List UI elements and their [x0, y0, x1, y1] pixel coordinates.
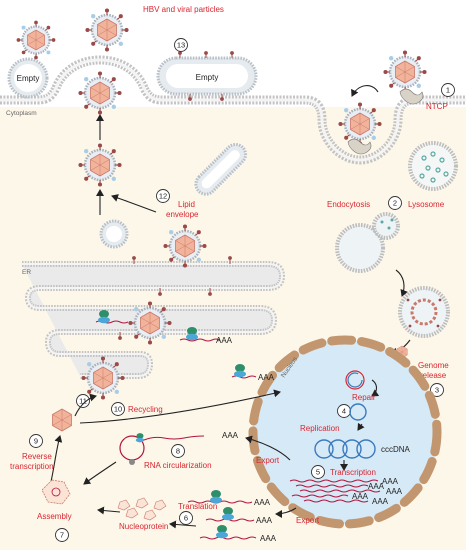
- ntcp-label: NTCP: [426, 102, 448, 111]
- virion-secreting: [77, 142, 123, 188]
- mrna-transcripts: [289, 479, 381, 503]
- step-3: 3: [435, 386, 439, 395]
- virion-er-bottom: [80, 355, 126, 401]
- circular-rna: AAA: [119, 431, 239, 465]
- cccdna-circles: [314, 439, 376, 459]
- recycling-label: Recycling: [128, 405, 163, 414]
- cytoplasm-label: Cytoplasm: [6, 110, 37, 117]
- virion-er-budding: [162, 223, 208, 269]
- genome-release-label-1: Genome: [418, 361, 449, 370]
- svg-text:AAA: AAA: [254, 498, 271, 507]
- svg-text:AAA: AAA: [256, 516, 273, 525]
- virion-er-lumen: [127, 300, 173, 346]
- step-12: 12: [159, 192, 167, 201]
- rna-circularization-label: RNA circularization: [144, 461, 212, 470]
- empty-filament: Empty: [156, 51, 258, 101]
- step-5: 5: [316, 468, 320, 477]
- svg-text:AAA: AAA: [258, 373, 275, 382]
- genome-release-label-2: release: [420, 371, 447, 380]
- reverse-transcription-label-2: transcription: [10, 462, 54, 471]
- svg-text:AAA: AAA: [216, 336, 233, 345]
- hbv-particles-label: HBV and viral particles: [143, 5, 224, 14]
- export-label-lower: Export: [296, 516, 320, 525]
- nucleus: [248, 335, 442, 529]
- endosome-fusion: [15, 19, 400, 273]
- aaa-3: AAA: [386, 487, 403, 496]
- export-label-upper: Export: [256, 456, 280, 465]
- rcdna: [345, 370, 365, 390]
- virion-entering: [382, 49, 428, 95]
- cytoplasmic-translation: AAA AAA AAA: [187, 490, 277, 543]
- ntcp-receptor: [399, 88, 424, 105]
- filament-particle: [194, 142, 248, 196]
- aaa-4: AAA: [352, 492, 369, 501]
- svg-text:AAA: AAA: [222, 431, 239, 440]
- empty-vesicle: [99, 219, 129, 249]
- er-translation-2: AAA: [179, 327, 233, 345]
- svg-text:Empty: Empty: [196, 73, 219, 82]
- lysosome: [408, 141, 458, 191]
- late-endosome: [398, 286, 450, 338]
- step-9: 9: [34, 437, 38, 446]
- aaa-5: AAA: [372, 497, 389, 506]
- endocytosis-label: Endocytosis: [327, 200, 370, 209]
- step-13: 13: [177, 41, 185, 50]
- replication-label: Replication: [300, 424, 340, 433]
- svg-text:AAA: AAA: [260, 534, 277, 543]
- repaired-dna: [349, 403, 367, 421]
- aaa-2: AAA: [368, 482, 385, 491]
- step-2: 2: [393, 199, 397, 208]
- er-label: ER: [22, 269, 31, 276]
- er-translation-1: [95, 310, 129, 324]
- step-7: 7: [60, 531, 64, 540]
- lysosome-label: Lysosome: [408, 200, 445, 209]
- lipid-envelope-label-2: envelope: [166, 210, 199, 219]
- cccdna-label: cccDNA: [381, 445, 411, 454]
- virion-endocytosed: [337, 101, 383, 147]
- step-1: 1: [446, 86, 450, 95]
- aaa-1: AAA: [382, 477, 399, 486]
- repair-label: Repair: [352, 393, 376, 402]
- lipid-envelope-label-1: Lipid: [178, 200, 195, 209]
- step-11: 11: [79, 397, 87, 406]
- nucleoprotein-label: Nucleoprotein: [119, 522, 168, 531]
- er-translation-3: AAA: [231, 364, 275, 382]
- translation-label: Translation: [178, 502, 217, 511]
- nucleoprotein-cluster: [117, 497, 167, 521]
- step-4: 4: [342, 407, 346, 416]
- reverse-transcription-label-1: Reverse: [22, 452, 52, 461]
- empty-particle-left: Empty: [7, 57, 49, 99]
- virion-budding: [77, 70, 123, 116]
- svg-text:Empty: Empty: [17, 74, 40, 83]
- step-10: 10: [114, 405, 122, 414]
- step-6: 6: [184, 514, 188, 523]
- virion-top: [84, 7, 130, 53]
- assembly-label: Assembly: [37, 512, 72, 521]
- assembly-complex: [41, 479, 71, 505]
- transcription-label: Transcription: [330, 468, 376, 477]
- step-8: 8: [176, 447, 180, 456]
